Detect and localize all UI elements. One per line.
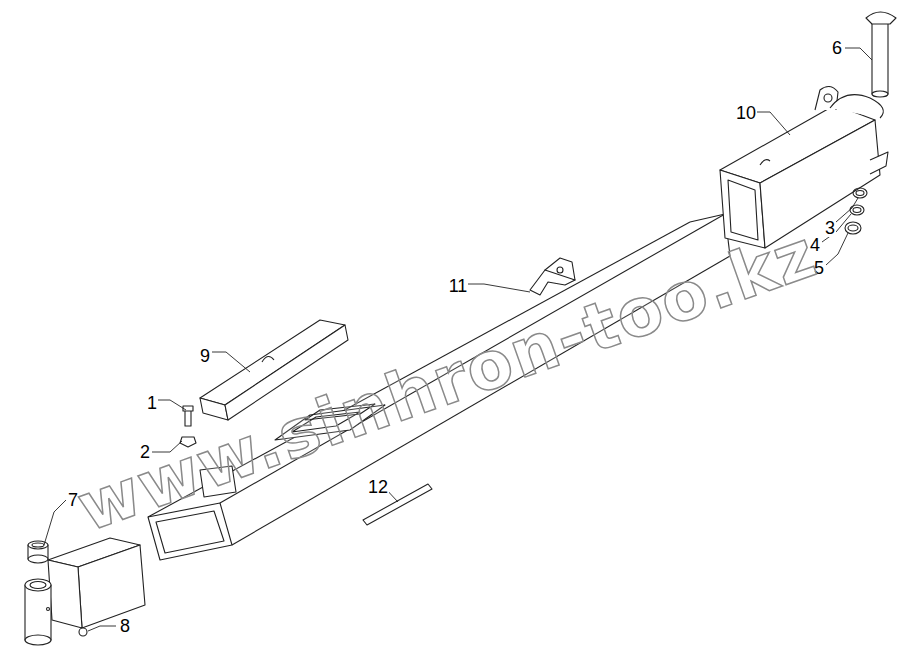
callout-number: 8	[119, 617, 131, 635]
callout-number: 12	[367, 478, 389, 496]
callout-number: 11	[448, 277, 469, 295]
bushing	[28, 541, 48, 563]
hinge-end	[25, 538, 145, 645]
callout-number: 10	[735, 104, 757, 122]
callout-number: 3	[824, 219, 836, 237]
bracket	[530, 258, 575, 295]
callout-number: 1	[146, 394, 158, 412]
callout-number: 6	[831, 39, 843, 57]
leader-lines	[44, 48, 872, 631]
callout-number: 9	[199, 347, 211, 365]
watermark: www.sinhron-too.kz	[70, 220, 825, 542]
pin	[866, 12, 896, 97]
